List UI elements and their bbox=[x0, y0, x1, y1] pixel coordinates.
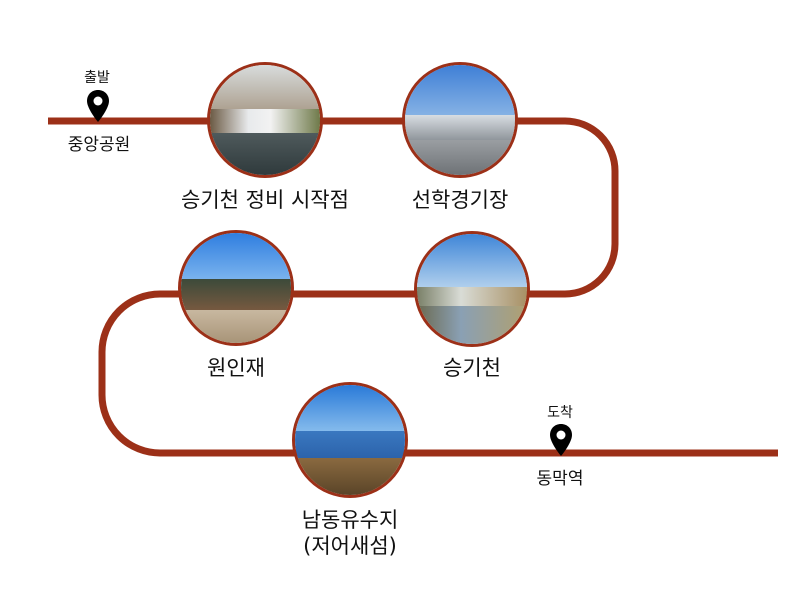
start-tag: 출발 bbox=[84, 70, 110, 86]
end-tag: 도착 bbox=[547, 405, 573, 421]
start-map-pin-icon bbox=[87, 90, 109, 122]
stop-photo-wonin-jae[interactable] bbox=[178, 230, 294, 346]
stop-name: 원인재 bbox=[207, 356, 265, 380]
stop-photo-stream[interactable] bbox=[414, 231, 530, 347]
end-map-pin-icon bbox=[550, 424, 572, 456]
stop-name: 승기천 bbox=[443, 356, 501, 380]
stop-name: 남동유수지 bbox=[301, 508, 399, 532]
stop-photo-waterfall[interactable] bbox=[207, 62, 323, 178]
stop-subname: (저어새섬) bbox=[303, 534, 397, 558]
stop-name: 선학경기장 bbox=[411, 188, 509, 212]
stop-photo-stadium[interactable] bbox=[402, 62, 518, 178]
stop-name: 승기천 정비 시작점 bbox=[181, 188, 349, 212]
end-station-name: 동막역 bbox=[536, 469, 584, 489]
stop-photo-reservoir[interactable] bbox=[292, 382, 408, 498]
start-station-name: 중앙공원 bbox=[67, 135, 131, 155]
